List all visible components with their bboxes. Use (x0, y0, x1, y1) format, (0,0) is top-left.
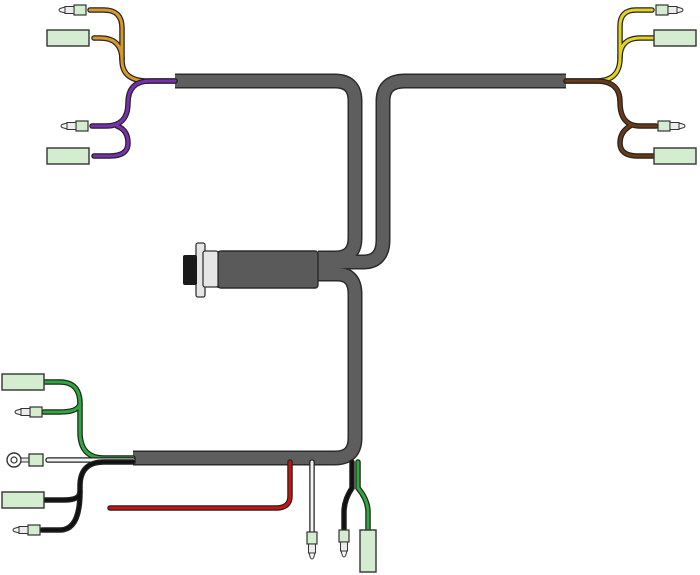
bullet-terminal-icon (58, 4, 87, 16)
bullet-terminal-icon (60, 120, 89, 132)
bullet-terminal-icon (338, 529, 350, 558)
trunk-cable (133, 73, 566, 466)
spade-terminal-icon (653, 147, 697, 165)
bullet-terminal-icon (655, 4, 684, 16)
bullet-terminal-icon (657, 120, 686, 132)
bottom-left-wire-group (39, 379, 136, 533)
top-right-wire-group (563, 7, 659, 159)
spade-terminal-icon (653, 29, 697, 47)
top-left-wire-group (87, 7, 178, 159)
spade-terminal-icon (1, 491, 45, 509)
bullet-terminal-icon (306, 531, 318, 560)
ring-terminal-icon (6, 452, 44, 468)
spade-terminal-icon (46, 147, 90, 165)
bullet-terminal-icon (12, 524, 41, 536)
spade-terminal-icon (359, 529, 377, 573)
spade-terminal-icon (1, 373, 45, 391)
bottom-drop-wires (107, 459, 371, 535)
multi-pin-connector-icon (183, 242, 319, 298)
bullet-terminal-icon (14, 406, 43, 418)
spade-terminal-icon (46, 29, 90, 47)
